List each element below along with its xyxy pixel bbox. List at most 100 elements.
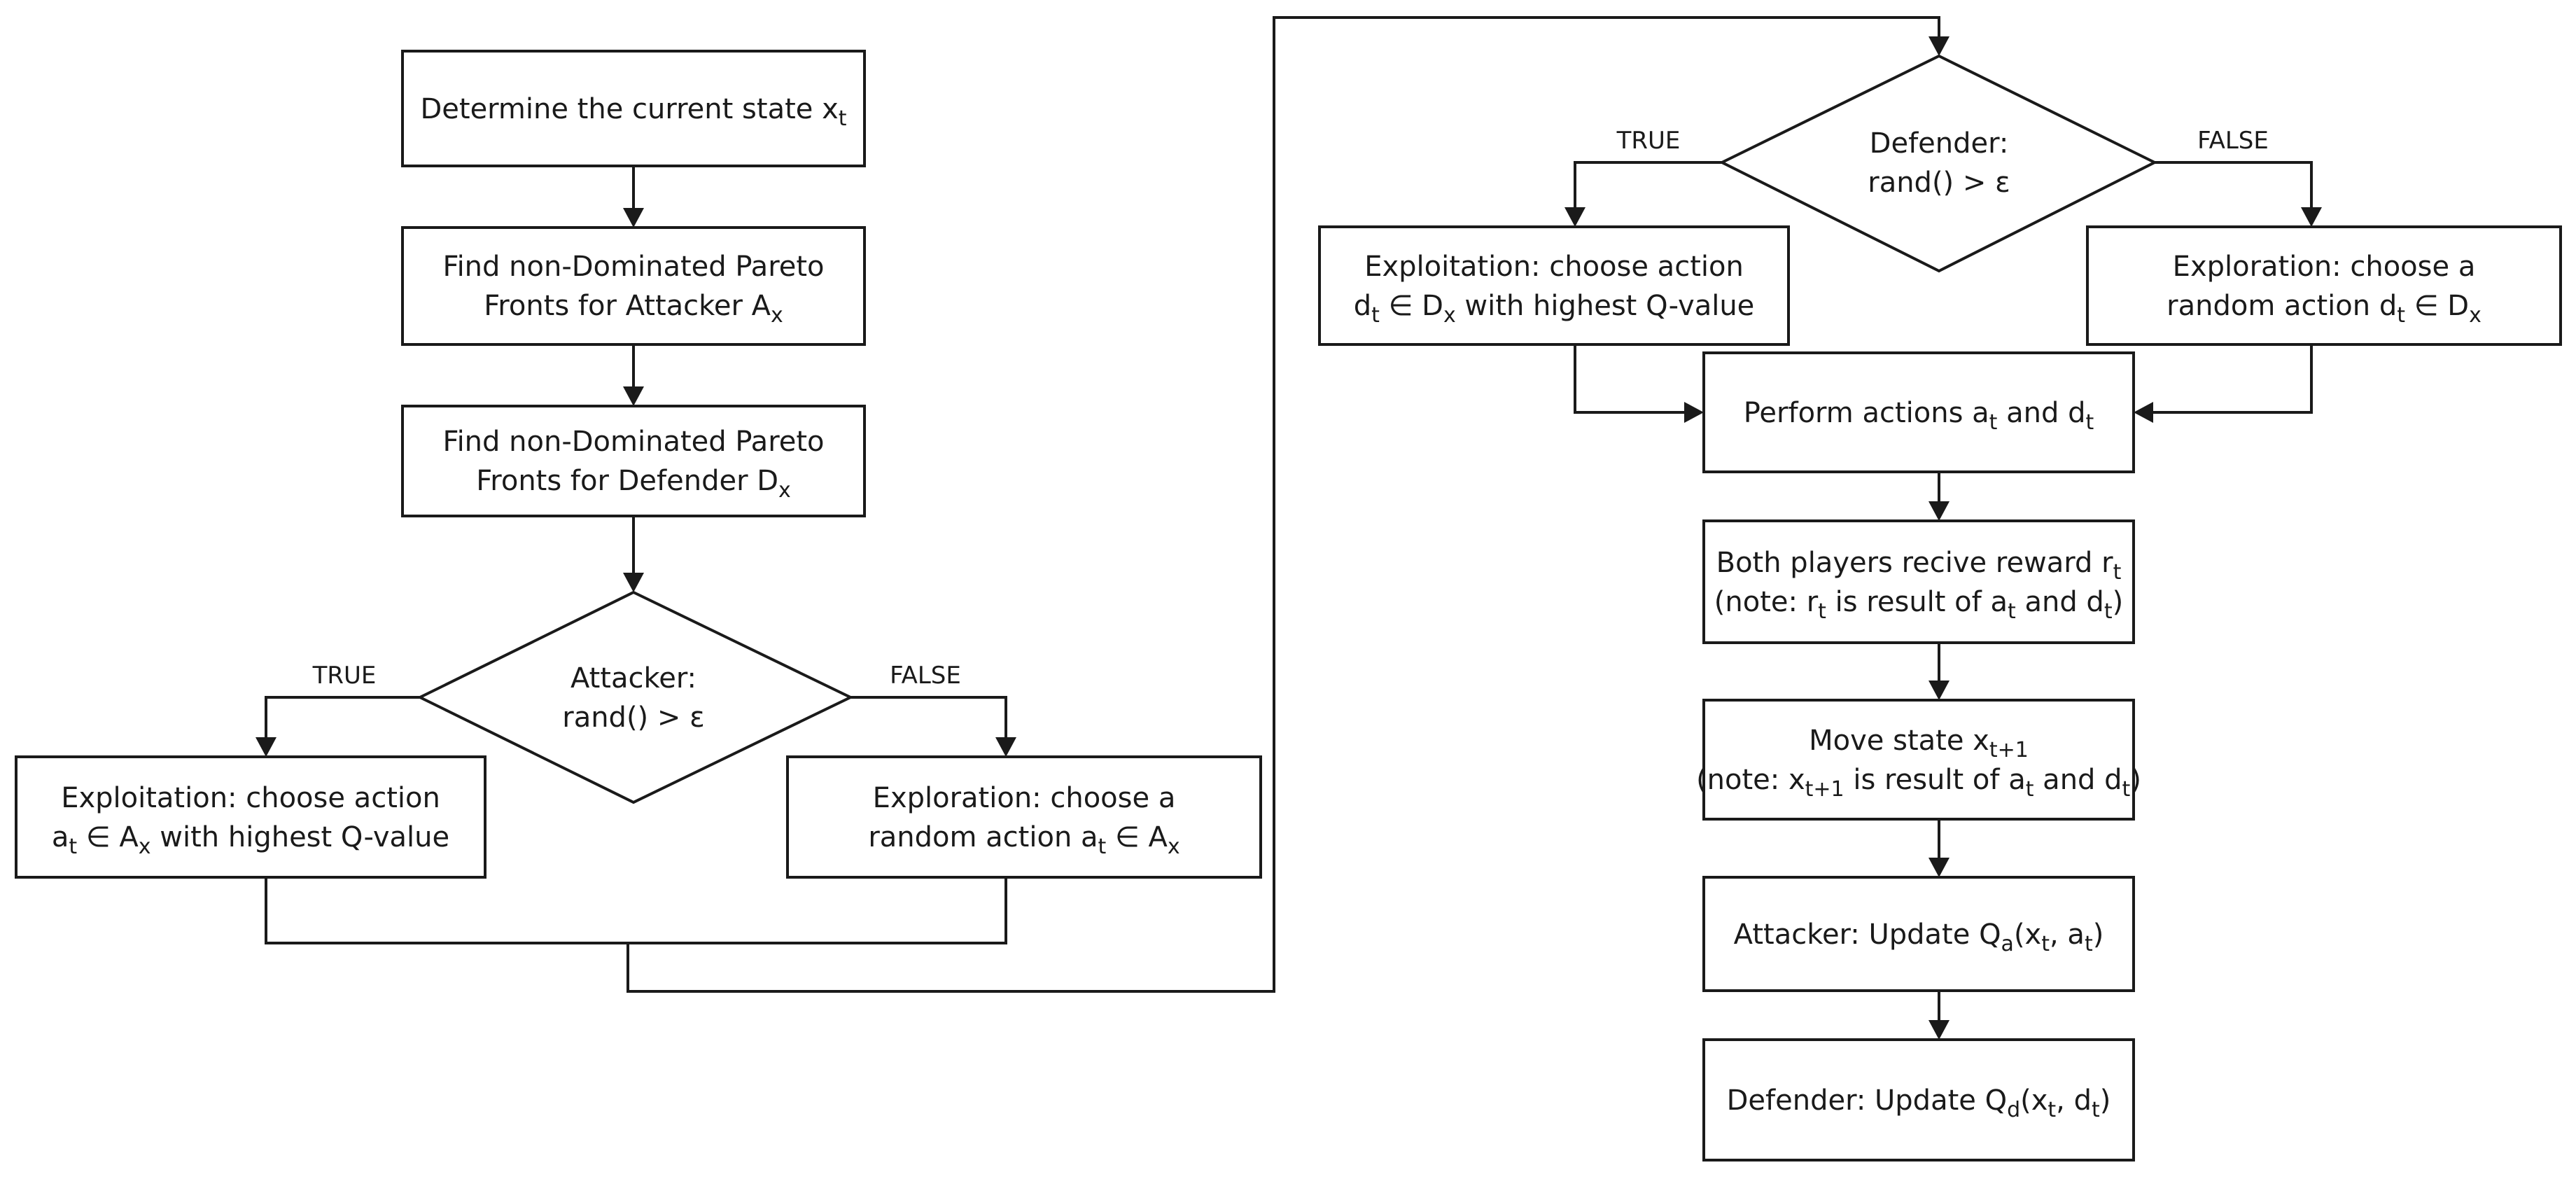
text-run: random action d [2166, 290, 2397, 322]
text-run: Find non-Dominated Pareto [442, 251, 824, 283]
subscript: t [2104, 599, 2113, 624]
branch-label-defender-true: TRUE [1616, 127, 1681, 155]
node-text-line: Attacker: [570, 662, 696, 695]
edge-attacker-true [265, 696, 420, 737]
box-attacker-exploitation [15, 755, 486, 879]
node-text-line: Fronts for Attacker Ax [484, 290, 783, 328]
text-run: ∈ D [2405, 290, 2469, 322]
box-move-state [1702, 699, 2135, 821]
subscript: t [2085, 932, 2093, 956]
text-run: Attacker: [570, 662, 696, 695]
node-text-defender-decision: Defender:rand() > ε [1868, 127, 2010, 199]
text-run: , a [2050, 919, 2085, 951]
text-run: (note: x [1696, 764, 1805, 796]
text-run: random action a [868, 821, 1098, 853]
arrowhead [1928, 1020, 1949, 1040]
arrowhead [1928, 36, 1949, 56]
arrowhead [623, 208, 644, 228]
node-text-attacker-decision: Attacker: rand() > ε [562, 662, 704, 734]
node-text-line: Exploration: choose a [873, 782, 1176, 814]
text-run: Exploitation: choose action [61, 782, 440, 814]
node-text-line: dt ∈ Dx with highest Q-value [1354, 290, 1755, 328]
arrowhead [1564, 207, 1586, 227]
edge-defender-exploitation-to-perform [1574, 344, 1684, 414]
text-run: (x [2020, 1084, 2047, 1117]
subscript: a [2001, 932, 2014, 956]
node-text-line: (note: rt is result of at and dt) [1714, 586, 2123, 624]
node-text-line: Both players recive reward rt [1716, 547, 2122, 585]
text-run: d [1354, 290, 1371, 322]
subscript: x [2469, 303, 2482, 328]
branch-label-attacker-true: TRUE [312, 662, 377, 690]
box-defender-exploitation [1318, 225, 1790, 346]
edge-attacker-false [850, 696, 1007, 737]
text-run: Find non-Dominated Pareto [442, 426, 824, 458]
box-pareto-defender [401, 405, 866, 517]
node-text-line: Attacker: Update Qa(xt, at) [1734, 919, 2104, 956]
node-text-move-state: Move state xt+1(note: xt+1 is result of … [1696, 725, 2141, 802]
text-run: and d [2033, 764, 2122, 796]
node-text-line: Defender: [1870, 127, 2009, 160]
text-run: (x [2014, 919, 2041, 951]
subscript: x [1443, 303, 1456, 328]
node-text-receive-reward: Both players recive reward rt(note: rt i… [1714, 547, 2123, 624]
node-text-update-attacker: Attacker: Update Qa(xt, at) [1734, 919, 2104, 956]
subscript: t [2092, 1098, 2100, 1122]
subscript: t [2397, 303, 2405, 328]
text-run: Fronts for Attacker A [484, 290, 771, 322]
node-text-attacker-exploration: Exploration: choose a random action at ∈ … [868, 782, 1180, 859]
node-text-defender-exploration: Exploration: choose a random action dt ∈ … [2166, 251, 2482, 328]
node-texts: Determine the current state xt Find non-… [52, 93, 2482, 1122]
node-text-line: Find non-Dominated Pareto [442, 251, 824, 283]
text-run: ∈ A [77, 821, 139, 853]
node-text-line: Exploitation: choose action [61, 782, 440, 814]
text-run: , d [2056, 1084, 2092, 1117]
text-run: a [52, 821, 69, 853]
text-run: rand() > ε [562, 702, 704, 734]
edge-defender-false [2155, 161, 2313, 207]
box-update-defender [1702, 1038, 2135, 1161]
connectors [255, 16, 2322, 1040]
text-run: and d [2016, 586, 2104, 618]
node-text-line: rand() > ε [562, 702, 704, 734]
subscript: t [839, 106, 847, 131]
text-run: ∈ A [1106, 821, 1168, 853]
diamond-defender-decision [1718, 54, 2158, 273]
node-text-perform-actions: Perform actions at and dt [1744, 397, 2094, 435]
node-text-defender-exploitation: Exploitation: choose action dt ∈ Dx with … [1354, 251, 1755, 328]
arrowhead [1928, 681, 1949, 700]
box-perform-actions [1702, 351, 2135, 473]
text-run: Perform actions a [1744, 397, 1989, 429]
branch-label-defender-false: FALSE [2197, 127, 2269, 155]
box-attacker-exploration [786, 755, 1262, 879]
arrowhead [1928, 858, 1949, 877]
node-text-line: Determine the current state xt [420, 93, 846, 131]
box-update-attacker [1702, 876, 2135, 992]
arrowhead [2301, 207, 2322, 227]
node-text-line: Fronts for Defender Dx [476, 465, 791, 503]
subscript: t [2113, 560, 2122, 585]
node-text-line: Exploration: choose a [2173, 251, 2476, 283]
text-run: ) [2113, 586, 2124, 618]
arrowhead [623, 386, 644, 406]
subscript: t [2086, 410, 2094, 435]
subscript: t [2041, 932, 2050, 956]
subscript: t [1098, 835, 1107, 859]
node-text-line: Move state xt+1 [1809, 725, 2029, 762]
arrowhead [1928, 501, 1949, 521]
branch-label-attacker-false: FALSE [890, 662, 961, 690]
arrowhead [2134, 402, 2153, 423]
subscript: t [1371, 303, 1380, 328]
text-run: Defender: [1870, 127, 2009, 160]
subscript: x [139, 835, 151, 859]
text-run: Both players recive reward r [1716, 547, 2113, 579]
arrowhead [623, 573, 644, 592]
node-text-line: Exploitation: choose action [1364, 251, 1744, 283]
subscript: t [2122, 777, 2131, 802]
subscript: x [771, 303, 783, 328]
text-run: Exploration: choose a [2173, 251, 2476, 283]
arrowhead [255, 737, 276, 757]
subscript: t [69, 835, 77, 859]
